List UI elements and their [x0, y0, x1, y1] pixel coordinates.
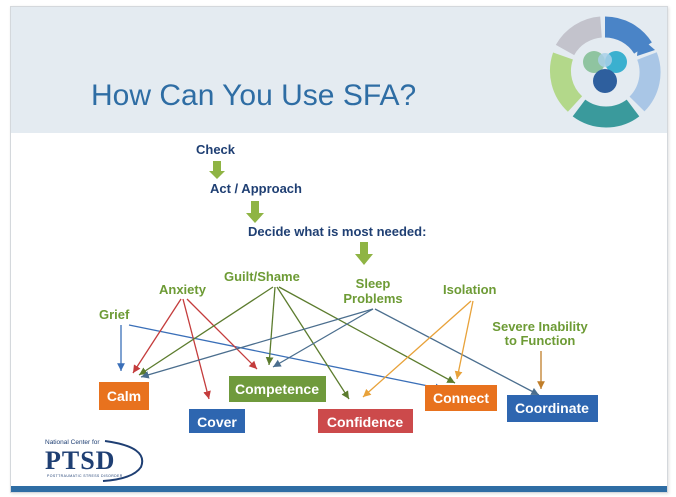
connector-anxiety-cover [182, 298, 211, 400]
logo-swoosh-icon [102, 440, 144, 482]
action-box-coordinate [507, 395, 598, 422]
connector-isolation-confidence [362, 300, 472, 398]
connector-sleep-competence [272, 308, 374, 368]
step-decide: Decide what is most needed: [248, 224, 426, 239]
action-cover-label: Cover [197, 414, 237, 430]
action-coordinate-label: Coordinate [515, 400, 589, 416]
slide: How Can You Use SFA? Check Act / Approac… [10, 6, 668, 493]
down-arrow-icon [246, 201, 264, 223]
ptsd-logo-top-text: National Center for [45, 439, 100, 446]
action-box-cover [189, 409, 245, 433]
down-arrow-icon [209, 161, 225, 179]
down-arrow-icon [355, 242, 373, 265]
connector-sleep-coordinate [374, 308, 540, 396]
action-box-confidence [318, 409, 413, 433]
connector-anxiety-competence [186, 298, 258, 370]
action-connect-label: Connect [433, 390, 489, 406]
action-competence-label: Competence [235, 381, 319, 397]
action-confidence-label: Confidence [327, 414, 403, 430]
action-box-connect [425, 385, 497, 411]
sfa-flow-diagram: Check Act / Approach Decide what is most… [99, 142, 598, 433]
step-check: Check [196, 142, 236, 157]
connector-anxiety-calm [132, 298, 182, 374]
footer-bar [11, 486, 667, 492]
connector-guilt-connect [278, 286, 456, 384]
problem-guilt-shame: Guilt/Shame [224, 269, 300, 284]
action-calm-label: Calm [107, 388, 141, 404]
problem-anxiety: Anxiety [159, 282, 207, 297]
problem-isolation: Isolation [443, 282, 497, 297]
step-act-approach: Act / Approach [210, 181, 302, 196]
slide-title: How Can You Use SFA? [91, 79, 417, 112]
sfa-circular-logo-icon [549, 16, 661, 128]
action-box-competence [229, 376, 326, 402]
connector-guilt-competence [265, 286, 276, 366]
connector-sleep-calm [140, 308, 374, 379]
ptsd-logo: National Center for PTSD POSTTRAUMATIC S… [45, 437, 155, 483]
problem-sleep-line1: Sleep [356, 276, 391, 291]
connector-isolation-connect [454, 300, 474, 380]
problem-sleep-line2: Problems [343, 291, 402, 306]
ptsd-logo-main-text: PTSD [45, 446, 116, 475]
problem-severe-line1: Severe Inability [492, 319, 588, 334]
connector-guilt-calm [138, 286, 274, 376]
action-box-calm [99, 382, 149, 410]
ptsd-logo-tagline: POSTTRAUMATIC STRESS DISORDER [47, 474, 123, 478]
connector-guilt-confidence [276, 286, 350, 400]
problem-severe-line2: to Function [505, 333, 576, 348]
connector-grief-connect [128, 324, 444, 392]
problem-grief: Grief [99, 307, 130, 322]
